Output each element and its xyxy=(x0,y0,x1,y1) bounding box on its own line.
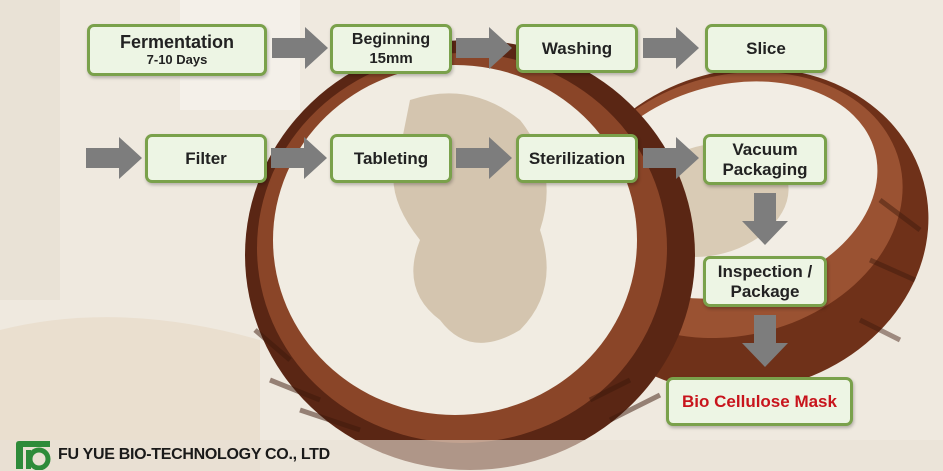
step-beginning: Beginning 15mm xyxy=(330,24,452,74)
step-label: Filter xyxy=(185,148,227,168)
arrow-down-icon xyxy=(742,193,788,245)
step-label: Fermentation xyxy=(119,32,234,53)
arrow-right-icon xyxy=(643,137,699,179)
arrow-right-icon xyxy=(271,137,327,179)
arrow-down-icon xyxy=(742,315,788,367)
step-vacuum-packaging: Vacuum Packaging xyxy=(703,134,827,185)
step-sterilization: Sterilization xyxy=(516,134,638,183)
company-name: FU YUE BIO-TECHNOLOGY CO., LTD xyxy=(58,446,330,463)
step-label: Beginning xyxy=(351,31,431,49)
arrow-right-icon xyxy=(86,137,142,179)
arrow-right-icon xyxy=(456,137,512,179)
step-label: Tableting xyxy=(353,148,429,168)
step-label-line1: Inspection / xyxy=(717,261,813,281)
step-filter: Filter xyxy=(145,134,267,183)
fy-logo-icon xyxy=(16,441,51,470)
step-inspection-package: Inspection / Package xyxy=(703,256,827,307)
step-label: Slice xyxy=(746,38,786,58)
step-slice: Slice xyxy=(705,24,827,73)
step-tableting: Tableting xyxy=(330,134,452,183)
step-label: Washing xyxy=(541,38,613,58)
step-label: Sterilization xyxy=(528,148,626,168)
step-label: Bio Cellulose Mask xyxy=(682,391,837,411)
step-label-line1: Vacuum xyxy=(732,139,798,159)
arrow-right-icon xyxy=(272,27,328,69)
arrow-right-icon xyxy=(456,27,512,69)
step-fermentation: Fermentation 7-10 Days xyxy=(87,24,267,76)
arrow-right-icon xyxy=(643,27,699,69)
step-sublabel: 7-10 Days xyxy=(146,51,208,67)
step-bio-cellulose-mask: Bio Cellulose Mask xyxy=(666,377,853,426)
step-sublabel: 15mm xyxy=(369,49,413,67)
step-label-line2: Package xyxy=(730,281,800,301)
step-washing: Washing xyxy=(516,24,638,73)
step-label-line2: Packaging xyxy=(722,159,808,179)
company-footer: FU YUE BIO-TECHNOLOGY CO., LTD xyxy=(14,440,330,470)
